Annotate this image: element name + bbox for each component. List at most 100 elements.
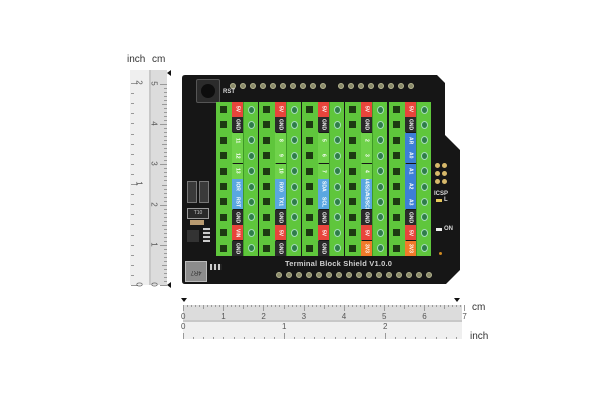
terminal-screw[interactable]	[421, 151, 428, 160]
wire-entry-hole[interactable]	[263, 167, 270, 175]
wire-entry-hole[interactable]	[393, 106, 400, 113]
terminal-screw[interactable]	[334, 120, 341, 129]
wire-entry-hole[interactable]	[349, 121, 356, 129]
wire-entry-hole[interactable]	[393, 121, 400, 129]
terminal-screw[interactable]	[421, 244, 428, 253]
terminal-screw[interactable]	[421, 182, 428, 191]
terminal-screw[interactable]	[334, 197, 341, 206]
wire-entry-hole[interactable]	[393, 198, 400, 206]
wire-entry-hole[interactable]	[393, 213, 400, 221]
terminal-screw[interactable]	[421, 105, 428, 114]
wire-entry-hole[interactable]	[220, 121, 227, 129]
wire-entry-hole[interactable]	[306, 183, 313, 190]
wire-entry-hole[interactable]	[306, 121, 313, 129]
wire-entry-hole[interactable]	[306, 244, 313, 252]
wire-entry-hole[interactable]	[349, 213, 356, 221]
terminal-screw[interactable]	[291, 167, 298, 176]
terminal-screw[interactable]	[334, 213, 341, 222]
wire-entry-hole[interactable]	[220, 213, 227, 221]
wire-entry-hole[interactable]	[393, 136, 400, 144]
terminal-screw[interactable]	[377, 167, 384, 176]
terminal-screw[interactable]	[377, 197, 384, 206]
terminal-screw[interactable]	[377, 182, 384, 191]
terminal-screw[interactable]	[334, 228, 341, 237]
terminal-screw[interactable]	[334, 244, 341, 253]
terminal-screw[interactable]	[248, 136, 255, 145]
terminal-screw[interactable]	[291, 197, 298, 206]
terminal-screw[interactable]	[291, 105, 298, 114]
wire-entry-hole[interactable]	[306, 136, 313, 144]
wire-entry-hole[interactable]	[220, 229, 227, 237]
wire-entry-hole[interactable]	[349, 198, 356, 206]
terminal-screw[interactable]	[421, 228, 428, 237]
wire-entry-hole[interactable]	[349, 183, 356, 190]
terminal-screw[interactable]	[248, 197, 255, 206]
wire-entry-hole[interactable]	[306, 152, 313, 160]
wire-entry-hole[interactable]	[306, 213, 313, 221]
wire-entry-hole[interactable]	[349, 136, 356, 144]
wire-entry-hole[interactable]	[349, 244, 356, 252]
wire-entry-hole[interactable]	[220, 244, 227, 252]
wire-entry-hole[interactable]	[263, 121, 270, 129]
terminal-screw[interactable]	[334, 182, 341, 191]
terminal-screw[interactable]	[377, 105, 384, 114]
reset-button[interactable]	[196, 79, 220, 103]
terminal-screw[interactable]	[248, 213, 255, 222]
wire-entry-hole[interactable]	[263, 152, 270, 160]
terminal-screw[interactable]	[248, 120, 255, 129]
terminal-screw[interactable]	[248, 182, 255, 191]
terminal-screw[interactable]	[248, 228, 255, 237]
wire-entry-hole[interactable]	[393, 152, 400, 160]
wire-entry-hole[interactable]	[263, 198, 270, 206]
wire-entry-hole[interactable]	[349, 167, 356, 175]
terminal-screw[interactable]	[291, 244, 298, 253]
terminal-screw[interactable]	[291, 213, 298, 222]
wire-entry-hole[interactable]	[349, 229, 356, 237]
wire-entry-hole[interactable]	[393, 244, 400, 252]
terminal-screw[interactable]	[334, 105, 341, 114]
wire-entry-hole[interactable]	[263, 183, 270, 190]
terminal-screw[interactable]	[377, 244, 384, 253]
terminal-screw[interactable]	[421, 167, 428, 176]
wire-entry-hole[interactable]	[220, 106, 227, 113]
terminal-screw[interactable]	[291, 136, 298, 145]
terminal-screw[interactable]	[377, 136, 384, 145]
wire-entry-hole[interactable]	[393, 183, 400, 190]
terminal-screw[interactable]	[421, 120, 428, 129]
wire-entry-hole[interactable]	[349, 106, 356, 113]
terminal-screw[interactable]	[334, 167, 341, 176]
wire-entry-hole[interactable]	[220, 136, 227, 144]
wire-entry-hole[interactable]	[306, 229, 313, 237]
terminal-screw[interactable]	[334, 151, 341, 160]
terminal-screw[interactable]	[291, 120, 298, 129]
wire-entry-hole[interactable]	[306, 198, 313, 206]
terminal-screw[interactable]	[377, 228, 384, 237]
wire-entry-hole[interactable]	[263, 213, 270, 221]
terminal-screw[interactable]	[421, 197, 428, 206]
terminal-screw[interactable]	[334, 136, 341, 145]
wire-entry-hole[interactable]	[263, 229, 270, 237]
terminal-screw[interactable]	[421, 213, 428, 222]
wire-entry-hole[interactable]	[393, 229, 400, 237]
terminal-screw[interactable]	[377, 151, 384, 160]
terminal-screw[interactable]	[248, 167, 255, 176]
terminal-screw[interactable]	[248, 105, 255, 114]
wire-entry-hole[interactable]	[220, 183, 227, 190]
terminal-screw[interactable]	[248, 151, 255, 160]
wire-entry-hole[interactable]	[220, 167, 227, 175]
wire-entry-hole[interactable]	[393, 167, 400, 175]
wire-entry-hole[interactable]	[220, 198, 227, 206]
wire-entry-hole[interactable]	[263, 136, 270, 144]
wire-entry-hole[interactable]	[306, 167, 313, 175]
wire-entry-hole[interactable]	[349, 152, 356, 160]
wire-entry-hole[interactable]	[263, 106, 270, 113]
terminal-screw[interactable]	[377, 120, 384, 129]
wire-entry-hole[interactable]	[220, 152, 227, 160]
terminal-screw[interactable]	[248, 244, 255, 253]
terminal-screw[interactable]	[377, 213, 384, 222]
wire-entry-hole[interactable]	[263, 244, 270, 252]
terminal-screw[interactable]	[291, 151, 298, 160]
terminal-screw[interactable]	[291, 228, 298, 237]
wire-entry-hole[interactable]	[306, 106, 313, 113]
terminal-screw[interactable]	[291, 182, 298, 191]
